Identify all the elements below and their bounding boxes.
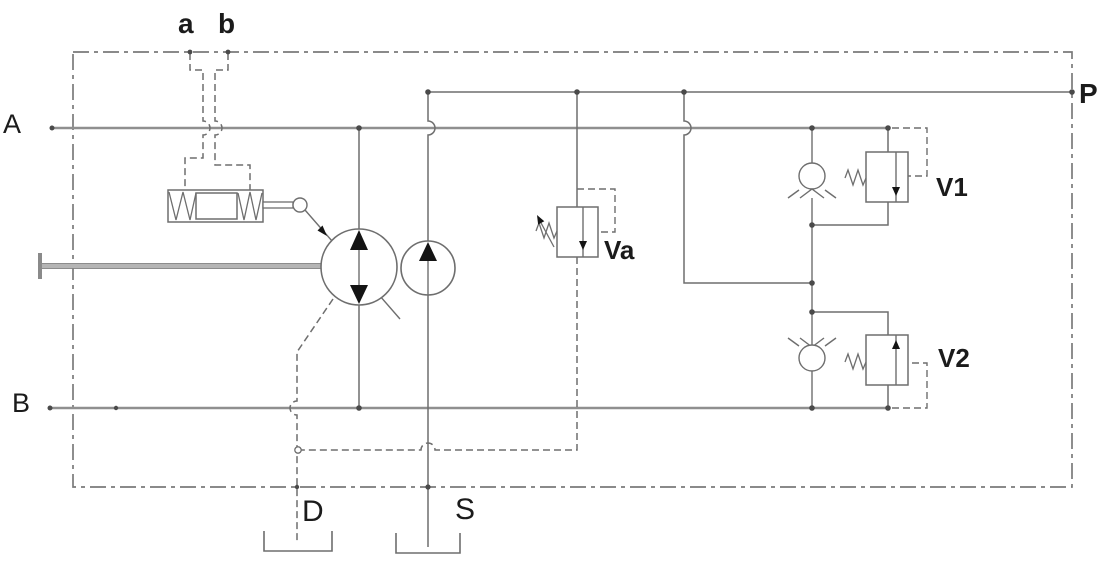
check-valve-lower bbox=[787, 312, 837, 408]
dot-v1-outlet bbox=[809, 222, 815, 228]
dot-A-check bbox=[809, 125, 815, 131]
tank-suction-S bbox=[395, 533, 461, 554]
pilot-line-b bbox=[214, 53, 251, 190]
dot-B-check bbox=[809, 405, 815, 411]
tanks bbox=[263, 531, 461, 554]
check-lower-flare-left bbox=[787, 337, 800, 347]
port-lines bbox=[50, 91, 1072, 410]
label-valve-V2: V2 bbox=[938, 343, 970, 373]
servo-control-cylinder bbox=[167, 189, 308, 223]
piston-rod bbox=[262, 201, 294, 209]
check-upper-seat bbox=[799, 188, 825, 199]
dot-P-charge bbox=[425, 89, 431, 95]
va-body bbox=[556, 206, 599, 258]
drive-shaft bbox=[38, 253, 322, 279]
linkage-ball-joint bbox=[292, 197, 308, 213]
check-upper-flare-left bbox=[787, 189, 800, 199]
charge-pump-triangle-up bbox=[419, 242, 437, 261]
dot-P-port bbox=[1069, 89, 1075, 95]
charge-pump-to-P-line bbox=[427, 92, 436, 241]
enclosure-boundary bbox=[72, 51, 1073, 488]
dot-A-v1 bbox=[885, 125, 891, 131]
tank-drain-D bbox=[263, 531, 333, 552]
v2-pilot-line bbox=[892, 362, 928, 409]
dot-A-pump bbox=[356, 125, 362, 131]
dot-port-S bbox=[425, 484, 431, 490]
p-branch-line bbox=[683, 92, 812, 284]
shaft-end-cap bbox=[38, 253, 42, 279]
label-port-b: b bbox=[218, 8, 235, 39]
v1-body bbox=[865, 151, 909, 203]
cylinder-spring-right bbox=[237, 191, 263, 221]
check-valve-upper bbox=[787, 128, 837, 312]
v1-spring bbox=[844, 167, 867, 188]
relief-valve-V1 bbox=[812, 127, 928, 226]
va-drain-line bbox=[298, 257, 578, 451]
dot-P-branch bbox=[681, 89, 687, 95]
dot-port-D bbox=[294, 484, 300, 490]
cylinder-spring-left bbox=[168, 191, 197, 221]
variable-arrow-head bbox=[317, 225, 327, 236]
pump-flow-triangle-up bbox=[350, 230, 368, 250]
v2-flow-arrow bbox=[892, 340, 900, 349]
va-adjust-arrow-head bbox=[537, 215, 545, 225]
label-port-A: A bbox=[3, 109, 21, 139]
cylinder-piston bbox=[195, 192, 238, 220]
va-pilot-line bbox=[577, 188, 616, 233]
drain-junction-circle bbox=[294, 446, 302, 454]
dot-p-branch-join bbox=[809, 280, 815, 286]
v2-inlet bbox=[812, 311, 889, 335]
label-valve-V1: V1 bbox=[936, 172, 968, 202]
dot-P-va bbox=[574, 89, 580, 95]
pilot-line-a bbox=[184, 53, 211, 190]
v1-flow-arrow bbox=[892, 187, 900, 196]
check-lower-flare-right bbox=[824, 337, 837, 347]
pilot-lines-a-b bbox=[184, 53, 251, 190]
dot-A-start bbox=[49, 125, 55, 131]
dot-v2-inlet bbox=[809, 309, 815, 315]
dot-B-v2 bbox=[885, 405, 891, 411]
label-port-a: a bbox=[178, 8, 194, 39]
label-port-B: B bbox=[12, 388, 30, 418]
dot-port-a bbox=[187, 49, 193, 55]
dot-port-b bbox=[225, 49, 231, 55]
va-adjust-arrow-shaft bbox=[539, 220, 555, 248]
pump-flow-triangle-down bbox=[350, 285, 368, 304]
junction-dots bbox=[47, 49, 1075, 490]
va-flow-arrow bbox=[579, 241, 587, 250]
relief-valve-Va bbox=[294, 92, 616, 454]
check-upper-flare-right bbox=[824, 189, 837, 199]
label-drain-D: D bbox=[302, 495, 324, 528]
shaft-line bbox=[39, 263, 322, 269]
v2-spring bbox=[844, 351, 867, 372]
label-port-P: P bbox=[1079, 78, 1098, 109]
label-valve-Va: Va bbox=[604, 235, 635, 265]
labels: a b A B P Va V1 V2 D S bbox=[3, 8, 1098, 528]
dot-B-inner bbox=[113, 405, 119, 411]
dot-B-start bbox=[47, 405, 53, 411]
label-suction-S: S bbox=[455, 493, 475, 526]
relief-valve-V2 bbox=[812, 311, 928, 409]
dot-B-pump bbox=[356, 405, 362, 411]
v1-outlet bbox=[812, 202, 889, 226]
case-drain-line-D bbox=[289, 298, 334, 543]
check-upper-ball bbox=[798, 162, 826, 190]
v1-pilot-line bbox=[892, 127, 928, 177]
pump-group bbox=[320, 92, 456, 547]
v2-body bbox=[865, 334, 909, 386]
check-lower-ball bbox=[798, 344, 826, 372]
va-spring bbox=[535, 220, 558, 241]
